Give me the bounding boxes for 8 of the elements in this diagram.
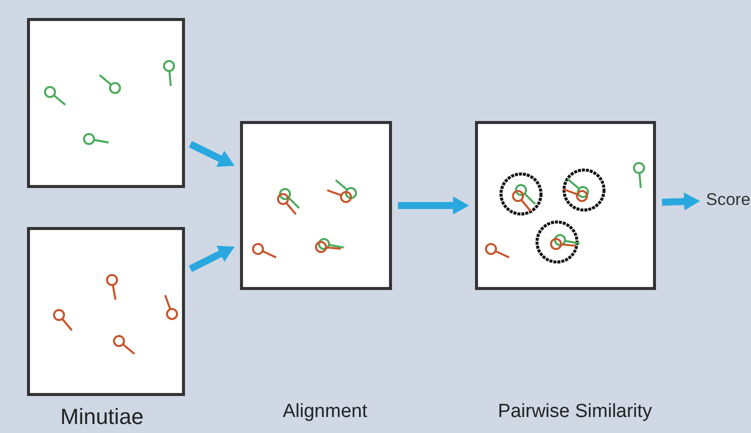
arrow bbox=[398, 196, 469, 214]
arrow bbox=[188, 246, 235, 272]
panel-caption: Alignment bbox=[282, 400, 368, 424]
panel-caption: Pairwise Similarity bbox=[496, 400, 654, 424]
arrow bbox=[662, 192, 700, 210]
panel-caption: Minutiae bbox=[59, 403, 145, 431]
result-label: Score bbox=[706, 188, 750, 212]
arrow bbox=[188, 141, 235, 167]
